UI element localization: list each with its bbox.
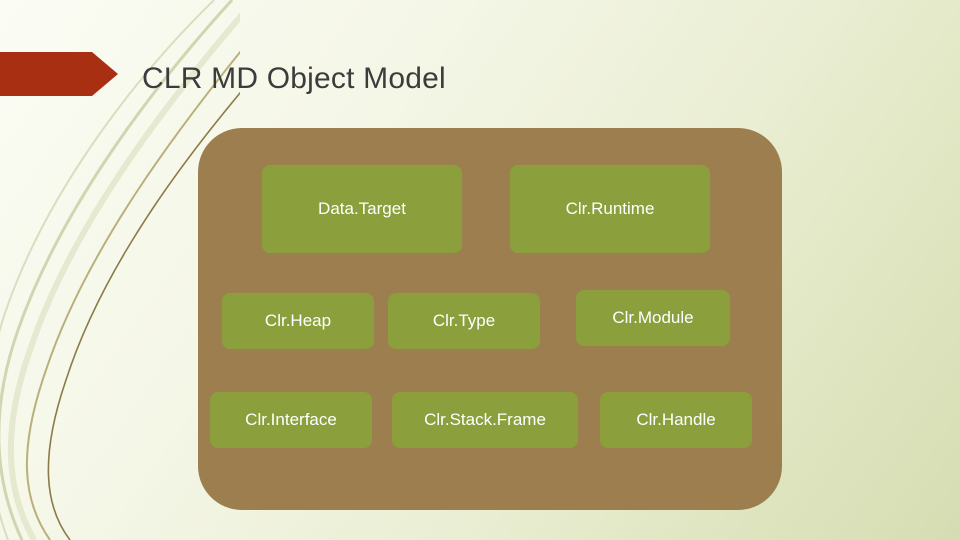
- node-label: Clr.Heap: [264, 311, 332, 330]
- node-clr-module[interactable]: Clr.Module: [576, 290, 730, 346]
- node-clr-stack-frame[interactable]: Clr.Stack.Frame: [392, 392, 578, 448]
- node-label: Clr.Type: [432, 311, 496, 330]
- node-label: Clr.Runtime: [565, 199, 655, 218]
- node-data-target[interactable]: Data.Target: [262, 165, 462, 253]
- node-label: Clr.Interface: [245, 410, 337, 429]
- node-clr-runtime[interactable]: Clr.Runtime: [510, 165, 710, 253]
- node-label: Clr.Stack.Frame: [424, 410, 546, 429]
- node-clr-handle[interactable]: Clr.Handle: [600, 392, 752, 448]
- node-label: Clr.Module: [612, 308, 694, 327]
- node-label: Data.Target: [318, 199, 406, 218]
- node-clr-heap[interactable]: Clr.Heap: [222, 293, 374, 349]
- node-clr-type[interactable]: Clr.Type: [388, 293, 540, 349]
- node-clr-interface[interactable]: Clr.Interface: [210, 392, 372, 448]
- arrow-banner-icon: [0, 52, 118, 96]
- node-label: Clr.Handle: [636, 410, 716, 429]
- page-title: CLR MD Object Model: [142, 62, 446, 95]
